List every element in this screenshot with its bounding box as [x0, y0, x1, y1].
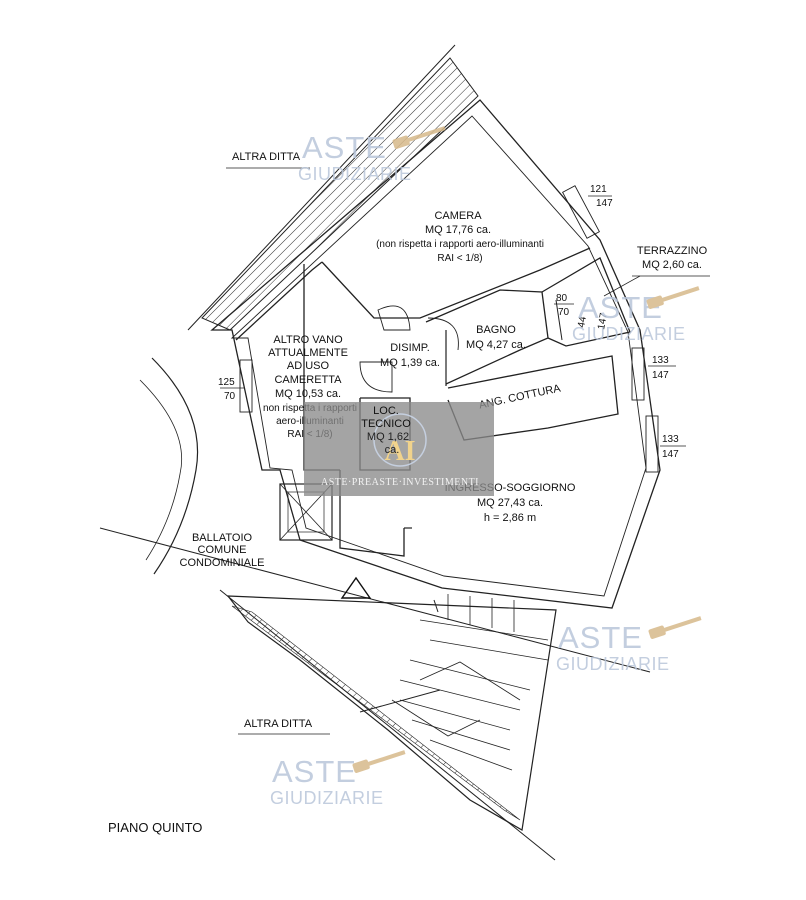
property-line-upper	[187, 44, 456, 331]
floor-label: PIANO QUINTO	[108, 820, 202, 835]
svg-text:ASTE: ASTE	[578, 290, 663, 325]
dim-w4-bot: 147	[662, 449, 679, 460]
dim-w5-bot: 70	[224, 391, 236, 402]
ballatoio-curve	[151, 357, 199, 575]
room-terrazzino-area: MQ 2,60 ca.	[642, 259, 702, 271]
room-terrazzino-name: TERRAZZINO	[637, 245, 708, 257]
dim-w1-top: 121	[590, 184, 607, 195]
area-ballatoio-line1: BALLATOIO	[192, 532, 253, 544]
window-altro-vano	[239, 359, 253, 413]
room-altro-vano-line2: ATTUALMENTE	[268, 347, 348, 359]
watermark-aste-lower-right: ASTE GIUDIZIARIE	[556, 616, 702, 674]
room-loc-tecnico-line1: LOC.	[373, 405, 399, 417]
room-camera-note2: RAI < 1/8)	[437, 253, 482, 264]
gavel-icon	[352, 750, 406, 773]
room-altro-vano-area: MQ 10,53 ca.	[275, 388, 341, 400]
room-camera-note1: (non rispetta i rapporti aero-illuminant…	[376, 239, 544, 250]
window-soggiorno-1	[631, 347, 645, 401]
wall-terrazzino-mid	[555, 299, 563, 341]
room-altro-vano-line1: ALTRO VANO	[273, 334, 343, 346]
dim-w5-top: 125	[218, 377, 235, 388]
svg-text:ASTE: ASTE	[302, 130, 387, 165]
apartment-outline	[210, 99, 661, 609]
wall-bagno	[425, 289, 549, 385]
dim-small-b: 147	[596, 312, 610, 331]
svg-text:ASTE: ASTE	[558, 620, 643, 655]
gavel-icon	[392, 126, 446, 149]
room-altro-vano-line3: AD USO	[287, 360, 330, 372]
ballatoio-curve-inner	[139, 379, 183, 561]
room-ingresso-height: h = 2,86 m	[484, 512, 536, 524]
area-ballatoio-line2: COMUNE	[198, 544, 247, 556]
watermark-aste-top: ASTE GIUDIZIARIE	[298, 126, 446, 184]
dim-w1-bot: 147	[596, 198, 613, 209]
stairwell	[226, 594, 557, 831]
watermark-aste-bottom: ASTE GIUDIZIARIE	[270, 750, 406, 808]
stamp-logo-text: AI	[384, 436, 415, 467]
dim-small-a: 44	[576, 315, 589, 328]
window-soggiorno-2	[645, 415, 659, 473]
leader-terrazzino-2	[603, 275, 641, 297]
apartment-outline-inner	[230, 115, 647, 597]
room-camera-name: CAMERA	[434, 210, 482, 222]
wall-camera-lower	[321, 247, 591, 319]
svg-text:GIUDIZIARIE: GIUDIZIARIE	[572, 324, 686, 344]
dim-w2-bot: 70	[558, 307, 570, 318]
watermark-aste-right: ASTE GIUDIZIARIE	[572, 286, 700, 344]
room-disimp-name: DISIMP.	[390, 342, 430, 354]
stamp-caption: ASTE·PREASTE·INVESTIMENTI	[321, 477, 479, 488]
room-camera-area: MQ 17,76 ca.	[425, 224, 491, 236]
wall-terrazzino	[541, 257, 631, 347]
neighbor-label-top: ALTRA DITTA	[232, 151, 301, 163]
dim-w3-top: 133	[652, 355, 669, 366]
wall-camera-left	[235, 261, 323, 341]
wall-entry	[339, 470, 405, 557]
dim-w4-top: 133	[662, 434, 679, 445]
door-arc-disimp	[377, 305, 411, 331]
room-bagno-area: MQ 4,27 ca.	[466, 339, 526, 351]
window-camera	[562, 185, 600, 239]
room-altro-vano-line4: CAMERETTA	[274, 374, 342, 386]
svg-text:GIUDIZIARIE: GIUDIZIARIE	[298, 164, 412, 184]
neighbor-label-bottom: ALTRA DITTA	[244, 718, 313, 730]
door-arc-disimp-2	[359, 361, 393, 393]
svg-text:ASTE: ASTE	[272, 754, 357, 789]
dim-w3-bot: 147	[652, 370, 669, 381]
entrance-marker	[340, 576, 372, 599]
gavel-icon	[646, 286, 700, 309]
dim-w2-top: 80	[556, 293, 568, 304]
room-disimp-area: MQ 1,39 ca.	[380, 357, 440, 369]
area-ballatoio-line3: CONDOMINIALE	[180, 557, 265, 569]
room-loc-tecnico-suffix: ca.	[385, 444, 400, 456]
hatched-wall-upper	[201, 57, 479, 331]
watermark-stamp-center: AI ASTE·PREASTE·INVESTIMENTI	[304, 402, 494, 496]
gavel-icon	[648, 616, 702, 639]
room-ingresso-area: MQ 27,43 ca.	[477, 497, 543, 509]
property-line-diagonal	[99, 527, 651, 673]
room-bagno-name: BAGNO	[476, 324, 516, 336]
door-arc-disimp-3	[427, 317, 459, 351]
room-loc-tecnico-line2: TECNICO	[361, 418, 411, 430]
svg-text:GIUDIZIARIE: GIUDIZIARIE	[270, 788, 384, 808]
room-loc-tecnico-area: MQ 1,62	[367, 431, 409, 443]
svg-text:GIUDIZIARIE: GIUDIZIARIE	[556, 654, 670, 674]
